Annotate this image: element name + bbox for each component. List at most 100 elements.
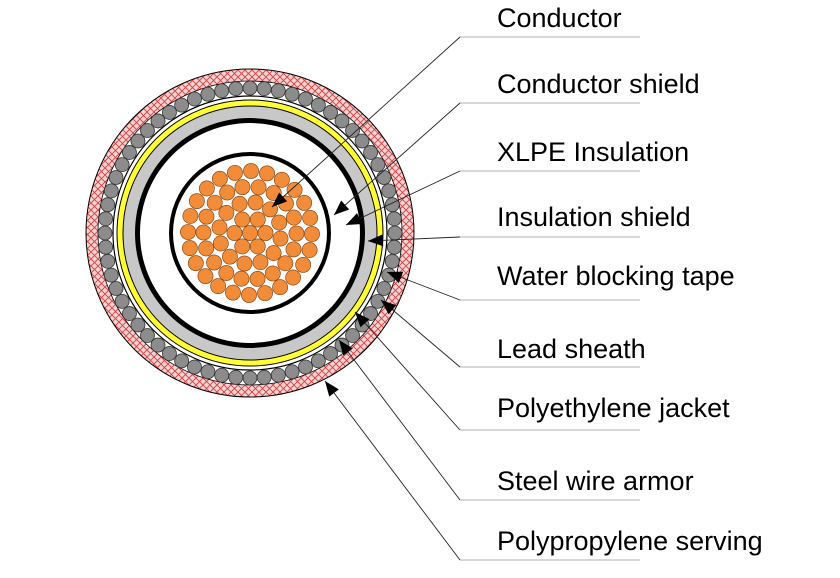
conductor-strand xyxy=(212,235,229,252)
conductor-strand xyxy=(198,208,215,225)
steel-wire xyxy=(310,97,326,113)
label-polypropylene-serving: Polypropylene serving xyxy=(497,526,763,556)
arrowhead-steel-wire-armor xyxy=(339,340,353,356)
conductor-strand xyxy=(210,278,227,295)
steel-wire xyxy=(103,267,119,283)
conductor-strand xyxy=(285,241,302,258)
steel-wire xyxy=(354,133,370,149)
conductor-strand xyxy=(285,269,302,286)
arrowhead-lead-sheath xyxy=(381,300,397,315)
steel-wire xyxy=(130,133,146,149)
conductor-strand xyxy=(231,195,248,212)
label-polyethylene-jacket: Polyethylene jacket xyxy=(497,393,730,423)
steel-wire xyxy=(214,367,230,383)
conductor-strand xyxy=(286,181,303,198)
steel-wire xyxy=(345,123,360,138)
label-conductor: Conductor xyxy=(497,3,622,33)
conductor-strand xyxy=(219,184,236,201)
conductor-strand xyxy=(195,224,212,241)
steel-wire xyxy=(370,157,386,173)
conductor-strand xyxy=(233,270,250,287)
conductor-strand xyxy=(188,193,205,210)
steel-wire xyxy=(284,364,300,380)
steel-wire xyxy=(187,359,202,375)
steel-wire xyxy=(97,225,113,241)
steel-wire xyxy=(174,353,190,369)
conductor-strand xyxy=(198,240,215,257)
conductor-strand xyxy=(241,287,257,303)
arrowhead-polypropylene-serving xyxy=(325,381,339,397)
conductor-strand xyxy=(236,255,253,272)
arrowhead-conductor-shield xyxy=(334,200,350,215)
conductor-strand xyxy=(211,170,228,187)
steel-wire xyxy=(345,328,360,343)
steel-wire xyxy=(284,86,300,102)
steel-wire xyxy=(228,81,244,97)
steel-wire xyxy=(140,328,155,343)
conductor-strand xyxy=(304,226,320,242)
steel-wire xyxy=(384,253,400,269)
conductor-strand xyxy=(225,284,241,301)
steel-wire xyxy=(363,145,378,160)
steel-wire xyxy=(310,353,326,369)
leader-insulation-shield xyxy=(367,236,461,242)
steel-wire xyxy=(334,113,350,129)
label-water-blocking-tape: Water blocking tape xyxy=(497,261,735,291)
leader-xlpe-insulation xyxy=(345,170,461,226)
steel-wire xyxy=(187,91,202,107)
arrowhead-conductor xyxy=(272,192,288,207)
conductor-strand xyxy=(206,254,222,271)
conductor-strand xyxy=(234,211,251,228)
arrowhead-water-blocking-tape xyxy=(387,271,404,283)
conductor-strand xyxy=(252,254,269,271)
steel-wire xyxy=(98,239,114,255)
steel-wire xyxy=(323,105,338,120)
steel-wire xyxy=(103,183,119,199)
steel-wire xyxy=(228,369,244,385)
conductor-strand xyxy=(187,255,204,272)
conductor-strand xyxy=(301,242,318,258)
steel-wire xyxy=(100,253,116,269)
steel-wire xyxy=(387,225,403,241)
conductor-strand xyxy=(296,194,313,211)
conductor-strand xyxy=(242,225,258,241)
conductor-strand xyxy=(273,171,290,188)
steel-wire xyxy=(162,346,177,361)
label-conductor-shield: Conductor shield xyxy=(497,69,700,99)
conductor-strand xyxy=(182,208,199,224)
conductor-strand xyxy=(272,230,289,247)
conductor-strand xyxy=(257,285,273,302)
arrowhead-xlpe-insulation xyxy=(346,213,363,225)
conductor-strand xyxy=(198,180,215,197)
steel-wire xyxy=(108,281,124,296)
conductor-strand xyxy=(180,224,196,240)
conductor-strand xyxy=(257,225,274,241)
steel-wire xyxy=(242,370,258,386)
conductor-strand xyxy=(249,238,266,255)
conductor-strand xyxy=(285,209,302,226)
conductor-strand xyxy=(234,238,251,255)
steel-wire xyxy=(100,197,116,213)
conductor-strand xyxy=(247,194,264,211)
conductor-strand xyxy=(264,265,281,282)
steel-wire xyxy=(114,157,130,173)
steel-wire xyxy=(376,170,392,185)
conductor-strand xyxy=(218,205,235,221)
steel-wire xyxy=(98,211,114,227)
conductor-strand xyxy=(265,245,282,261)
conductor-strand xyxy=(250,179,267,196)
conductor-strand xyxy=(272,279,289,296)
leader-conductor xyxy=(271,36,461,208)
steel-wire xyxy=(122,306,137,321)
steel-wire xyxy=(162,105,177,120)
conductor-strand xyxy=(197,268,214,285)
arrowhead-insulation-shield xyxy=(368,234,384,247)
conductor-strand xyxy=(211,219,228,236)
steel-wire xyxy=(114,293,130,309)
conductor-strand xyxy=(249,270,266,287)
conductor-strand xyxy=(222,248,238,265)
steel-wire xyxy=(386,211,402,227)
conductor-strand xyxy=(277,255,294,272)
conductor-strand xyxy=(206,194,223,211)
